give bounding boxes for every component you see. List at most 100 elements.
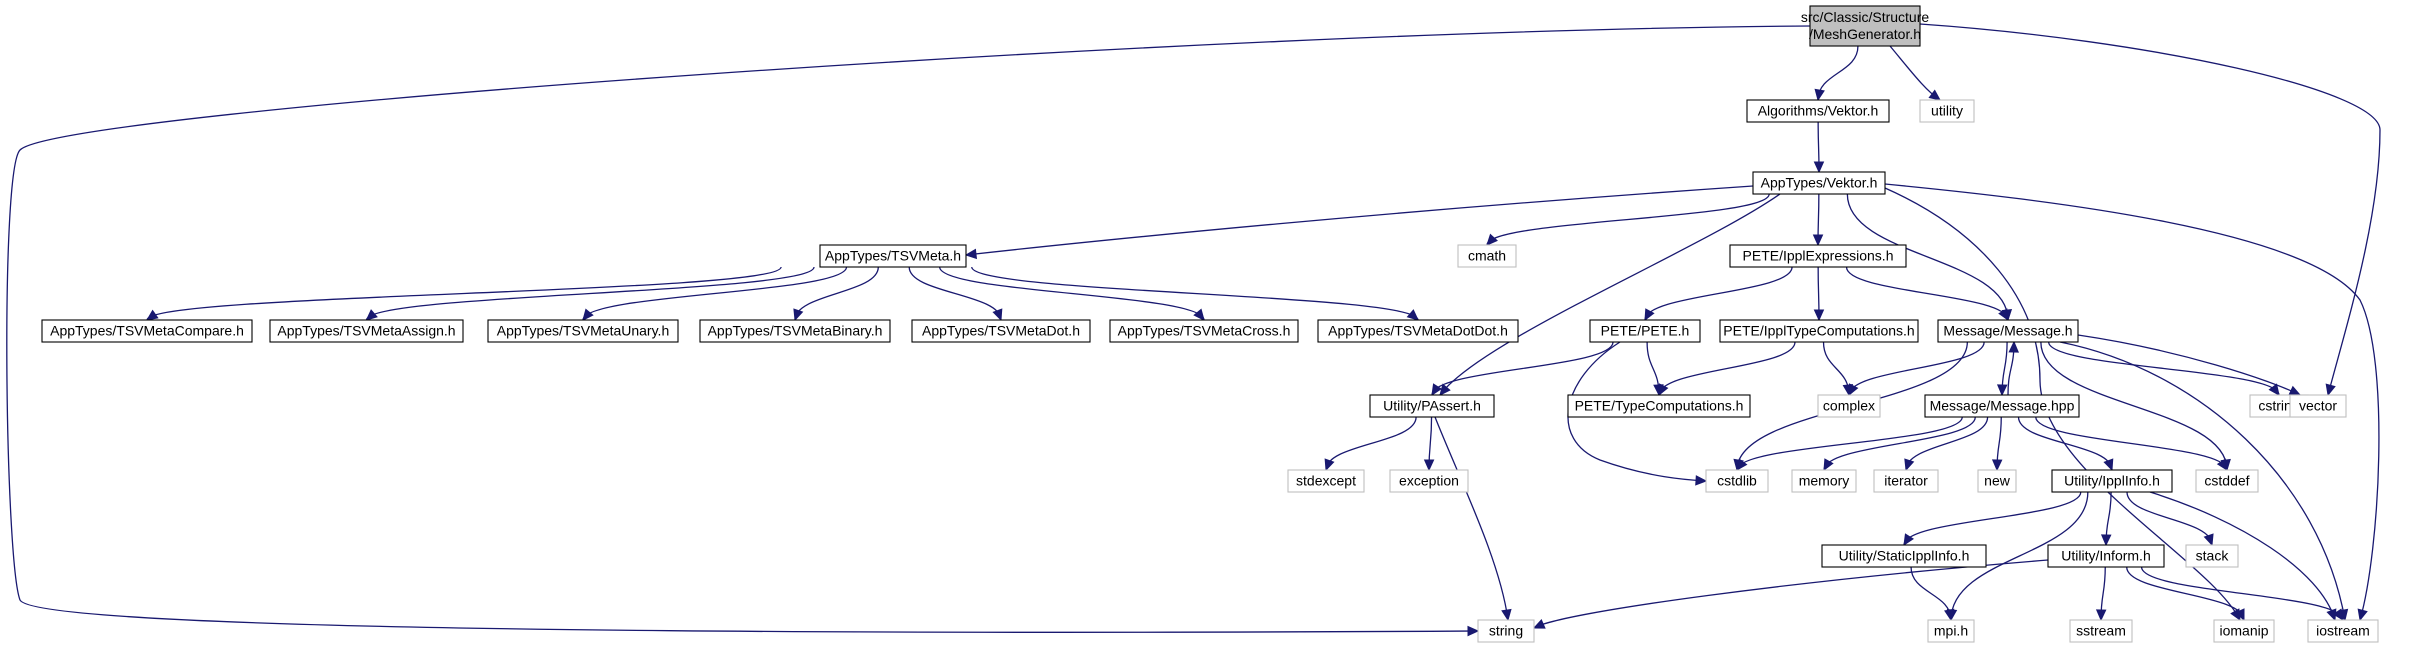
node-label: sstream — [2076, 623, 2126, 639]
edge-root-to-string — [6, 25, 1811, 633]
node-dot[interactable]: AppTypes/TSVMetaDot.h — [911, 319, 1091, 343]
edge-pete-to-passert-arrowhead — [1431, 383, 1443, 397]
edge-msghpp-to-new-arrowhead — [1991, 459, 2003, 472]
node-label: AppTypes/Vektor.h — [1761, 175, 1878, 191]
edge-msgh-to-msghpp-arrowhead — [1996, 384, 2008, 397]
node-tsvmeta[interactable]: AppTypes/TSVMeta.h — [819, 244, 967, 268]
edge-ipplexpr-to-msgh-arrowhead — [1998, 308, 2009, 322]
node-cmath: cmath — [1457, 244, 1517, 268]
edge-msgh-to-cstring — [2048, 341, 2280, 396]
node-box — [1589, 319, 1701, 343]
node-label: AppTypes/TSVMetaDotDot.h — [1328, 323, 1508, 339]
node-stack: stack — [2185, 544, 2239, 568]
edge-inform-to-sstream-arrowhead — [2095, 609, 2107, 622]
node-box — [1809, 5, 1921, 47]
edge-msghpp-to-cstddef-arrowhead — [2216, 458, 2228, 472]
edge-tsvmeta-to-dotdot-arrowhead — [1406, 309, 1419, 321]
node-pete[interactable]: PETE/PETE.h — [1589, 319, 1701, 343]
node-mpih: mpi.h — [1927, 619, 1975, 643]
edge-ippltype-to-typecomp — [1658, 341, 1796, 396]
edge-msghpp-to-ipplinfo-arrowhead — [2103, 458, 2114, 472]
edge-inform-to-iostream-arrowhead — [2332, 608, 2344, 622]
edge-algvek-to-appvek-arrowhead — [1813, 161, 1825, 174]
node-box — [1457, 244, 1517, 268]
node-box — [1752, 171, 1886, 195]
node-ippltype[interactable]: PETE/IpplTypeComputations.h — [1719, 319, 1919, 343]
node-cmp[interactable]: AppTypes/TSVMetaCompare.h — [41, 319, 253, 343]
edge-appvek-to-passert — [1439, 193, 1781, 396]
node-una[interactable]: AppTypes/TSVMetaUnary.h — [487, 319, 679, 343]
node-box — [1821, 544, 1987, 568]
node-box — [1977, 469, 2017, 493]
node-box — [1873, 469, 1939, 493]
nodes-layer: src/Classic/Structure/MeshGenerator.hAlg… — [41, 5, 2379, 643]
node-label: AppTypes/TSVMetaAssign.h — [277, 323, 455, 339]
node-staticippl[interactable]: Utility/StaticIpplInfo.h — [1821, 544, 1987, 568]
node-label: AppTypes/TSVMetaDot.h — [922, 323, 1080, 339]
edge-msgh-to-cstddef — [2040, 341, 2228, 471]
node-label: PETE/IpplExpressions.h — [1743, 248, 1894, 264]
edge-ippltype-to-typecomp-arrowhead — [1658, 383, 1669, 397]
node-label: Message/Message.hpp — [1930, 398, 2075, 414]
edge-appvek-to-ipplexpr-arrowhead — [1812, 234, 1824, 247]
edge-root-to-algvek-arrowhead — [1814, 88, 1825, 102]
node-appvek[interactable]: AppTypes/Vektor.h — [1752, 171, 1886, 195]
node-label: Utility/Inform.h — [2061, 548, 2150, 564]
node-box — [2047, 544, 2165, 568]
node-box — [1567, 394, 1751, 418]
node-iomanip: iomanip — [2213, 619, 2275, 643]
node-box — [1746, 99, 1890, 123]
edge-tsvmeta-to-dot-arrowhead — [992, 308, 1003, 322]
edge-msghpp-to-memory-arrowhead — [1823, 458, 1834, 472]
edge-appvek-to-tsvmeta — [965, 185, 1754, 256]
node-box — [1729, 244, 1907, 268]
node-asg[interactable]: AppTypes/TSVMetaAssign.h — [269, 319, 464, 343]
node-box — [269, 319, 464, 343]
node-box — [1924, 394, 2080, 418]
node-box — [1369, 394, 1495, 418]
node-box — [699, 319, 891, 343]
edge-tsvmeta-to-asg-arrowhead — [365, 309, 378, 321]
edge-root-to-utility — [1889, 45, 1941, 101]
edge-ipplinfo-to-staticippl — [1903, 491, 2082, 546]
edge-tsvmeta-to-una-arrowhead — [582, 308, 594, 321]
edge-pete-to-passert — [1431, 341, 1614, 396]
node-root[interactable]: src/Classic/Structure/MeshGenerator.h — [1801, 5, 1930, 47]
node-utility: utility — [1919, 99, 1975, 123]
node-label: iomanip — [2219, 623, 2268, 639]
node-ipplinfo[interactable]: Utility/IpplInfo.h — [2051, 469, 2173, 493]
node-label: cstddef — [2204, 473, 2249, 489]
node-cross[interactable]: AppTypes/TSVMetaCross.h — [1109, 319, 1299, 343]
node-box — [1919, 99, 1975, 123]
edge-passert-to-stdexcept — [1325, 416, 1417, 471]
node-box — [2185, 544, 2239, 568]
node-bin[interactable]: AppTypes/TSVMetaBinary.h — [699, 319, 891, 343]
edge-tsvmeta-to-cross-arrowhead — [1193, 308, 1205, 321]
edge-staticippl-to-mpih-arrowhead — [1944, 608, 1955, 622]
node-label: AppTypes/TSVMetaCross.h — [1118, 323, 1291, 339]
edge-ipplexpr-to-ippltype-arrowhead — [1813, 309, 1825, 322]
node-ipplexpr[interactable]: PETE/IpplExpressions.h — [1729, 244, 1907, 268]
edge-appvek-to-iostream-arrowhead — [2357, 608, 2368, 622]
edge-root-to-vector — [1919, 23, 2381, 396]
edge-inform-to-string-arrowhead — [1532, 618, 1546, 629]
node-box — [1937, 319, 2079, 343]
node-typecomp[interactable]: PETE/TypeComputations.h — [1567, 394, 1751, 418]
node-algvek[interactable]: Algorithms/Vektor.h — [1746, 99, 1890, 123]
edge-passert-to-string-arrowhead — [1501, 608, 1512, 622]
node-passert[interactable]: Utility/PAssert.h — [1369, 394, 1495, 418]
edge-tsvmeta-to-asg — [365, 266, 815, 321]
edge-appvek-to-cmath-arrowhead — [1486, 233, 1498, 246]
node-box — [2069, 619, 2133, 643]
node-dotdot[interactable]: AppTypes/TSVMetaDotDot.h — [1317, 319, 1519, 343]
node-inform[interactable]: Utility/Inform.h — [2047, 544, 2165, 568]
node-box — [2195, 469, 2259, 493]
edge-ipplexpr-to-pete — [1644, 266, 1793, 321]
edge-msgh-to-complex-arrowhead — [1848, 383, 1859, 397]
node-msgh[interactable]: Message/Message.h — [1937, 319, 2079, 343]
edge-tsvmeta-to-cmp — [146, 266, 782, 321]
node-msghpp[interactable]: Message/Message.hpp — [1924, 394, 2080, 418]
node-label: AppTypes/TSVMetaBinary.h — [708, 323, 883, 339]
node-box — [1317, 319, 1519, 343]
